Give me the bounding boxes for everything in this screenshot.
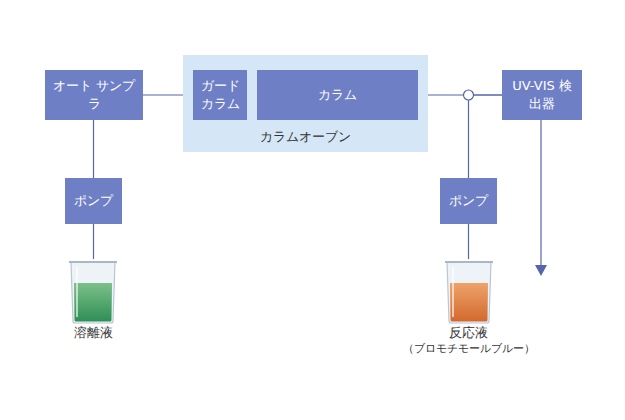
pump-box: ポンプ	[440, 178, 497, 224]
node-label: オート サンプラ	[49, 77, 139, 112]
sub-label: （ブロモチモールブルー）	[403, 342, 535, 356]
mixing-junction	[464, 90, 474, 100]
guard-column-box: ガード カラム	[193, 70, 247, 120]
column-oven-band: カラムオーブン ガード カラム カラム	[183, 55, 428, 152]
node-label: ポンプ	[449, 192, 488, 210]
detector-box: UV-VIS 検出器	[502, 70, 582, 120]
node-label: ガード カラム	[197, 77, 243, 112]
autosampler-box: オート サンプラ	[45, 70, 143, 120]
outlet-arrowhead	[535, 265, 547, 276]
node-label: ポンプ	[74, 192, 113, 210]
beaker-illustration	[443, 259, 495, 325]
outlet-line	[540, 120, 541, 266]
flow-line	[469, 95, 503, 178]
node-label: 溶離液	[74, 325, 113, 342]
node-label: 反応液	[449, 325, 488, 342]
node-label: カラムオーブン	[183, 128, 428, 146]
pump-box: ポンプ	[65, 178, 122, 224]
beaker-illustration	[67, 259, 119, 325]
column-box: カラム	[257, 70, 418, 120]
flow-line	[93, 120, 94, 178]
node-label: カラム	[318, 86, 357, 104]
node-label: UV-VIS 検出器	[506, 77, 578, 112]
eluent-beaker: 溶離液	[53, 259, 133, 342]
flow-line	[93, 224, 94, 259]
reagent-beaker: 反応液（ブロモチモールブルー）	[393, 259, 544, 356]
flow-line	[468, 224, 469, 259]
